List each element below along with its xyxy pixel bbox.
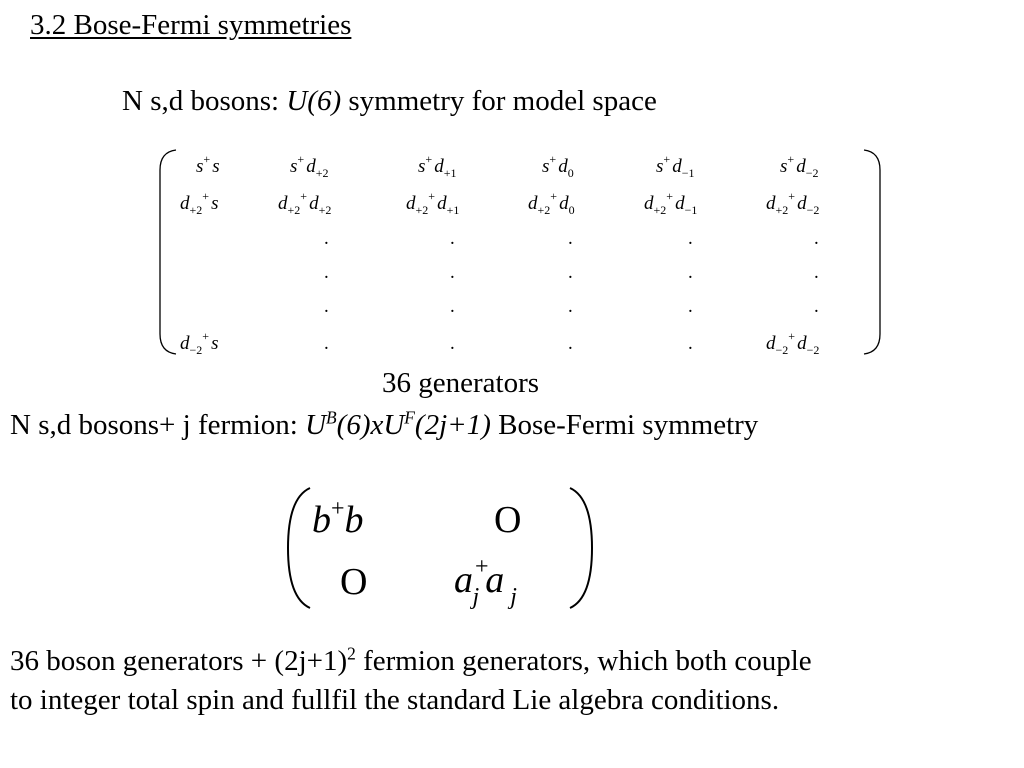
bf-sup-f: F	[404, 407, 415, 428]
svg-text:.: .	[324, 296, 329, 317]
bf-cell-zero-2: O	[340, 561, 367, 603]
cell-d-2-s: d−2+s	[180, 329, 218, 357]
cell-d-2-d-2: d−2+d−2	[766, 329, 819, 357]
svg-text:.: .	[324, 333, 329, 354]
footer-part1: 36 boson generators + (2j+1)	[10, 645, 348, 677]
svg-text:.: .	[324, 228, 329, 249]
boson-symmetry-line: N s,d bosons: U(6) symmetry for model sp…	[122, 84, 657, 119]
cell-d+2-s: d+2+s	[180, 189, 218, 217]
matrix-row-2: d+2+s d+2+d+2 d+2+d+1 d+2+d0 d+2+d−1 d+2…	[180, 189, 819, 217]
svg-text:.: .	[450, 228, 455, 249]
footer-line-2: to integer total spin and fullfil the st…	[10, 684, 780, 716]
svg-text:.: .	[568, 296, 573, 317]
footer-sup: 2	[347, 643, 356, 664]
svg-text:.: .	[814, 262, 819, 283]
footer-line-1: 36 boson generators + (2j+1)2 fermion ge…	[10, 644, 812, 679]
cell-d+2-d-2: d+2+d−2	[766, 189, 819, 217]
bose-fermi-line: N s,d bosons+ j fermion: UB(6)xUF(2j+1) …	[10, 408, 758, 443]
cell-s-d-2: s+d−2	[780, 152, 818, 180]
matrix-dot-rows: ..... ..... .....	[324, 228, 819, 317]
cell-d+2-d+1: d+2+d+1	[406, 189, 459, 217]
bf-sup-b: B	[326, 407, 337, 428]
bf-cell-zero-1: O	[494, 499, 521, 541]
bf-left-bracket	[286, 487, 311, 609]
svg-text:.: .	[814, 228, 819, 249]
matrix-left-bracket	[159, 149, 177, 355]
svg-text:.: .	[324, 262, 329, 283]
bf-line-suffix: Bose-Fermi symmetry	[490, 409, 759, 441]
svg-text:.: .	[450, 296, 455, 317]
bf-right-bracket	[569, 487, 594, 609]
footer-part2: fermion generators, which both couple	[355, 645, 812, 677]
cell-s-d0: s+d0	[542, 152, 574, 180]
cell-d+2-d0: d+2+d0	[528, 189, 575, 217]
svg-text:.: .	[688, 333, 693, 354]
cell-s-d+1: s+d+1	[418, 152, 456, 180]
boson-line-prefix: N s,d bosons:	[122, 85, 287, 117]
svg-text:.: .	[568, 262, 573, 283]
cell-s-d-1: s+d−1	[656, 152, 694, 180]
bf-arg: (2j+1)	[414, 409, 491, 441]
bf-line-prefix: N s,d bosons+ j fermion:	[10, 409, 306, 441]
cell-d+2-d+2: d+2+d+2	[278, 189, 331, 217]
svg-text:.: .	[688, 262, 693, 283]
svg-text:.: .	[450, 333, 455, 354]
svg-text:.: .	[688, 296, 693, 317]
matrix-right-bracket	[863, 149, 881, 355]
svg-text:.: .	[688, 228, 693, 249]
matrix-row-6: d−2+s . . . . d−2+d−2	[180, 329, 819, 357]
svg-text:.: .	[450, 262, 455, 283]
matrix-row-1: s+s s+d+2 s+d+1 s+d0 s+d−1 s+d−2	[196, 152, 818, 180]
cell-s-d+2: s+d+2	[290, 152, 328, 180]
boson-generator-matrix: s+s s+d+2 s+d+1 s+d0 s+d−1 s+d−2 d+2+s d…	[159, 149, 881, 357]
cell-d+2-d-1: d+2+d−1	[644, 189, 697, 217]
svg-text:.: .	[814, 296, 819, 317]
cell-s-s: s+s	[196, 152, 220, 177]
bf-u: U	[305, 409, 327, 441]
svg-text:.: .	[568, 228, 573, 249]
boson-line-suffix: symmetry for model space	[341, 85, 657, 117]
bf-cell-bb: b+b	[312, 496, 364, 541]
slide-title: 3.2 Bose-Fermi symmetries	[30, 9, 352, 41]
generators-label: 36 generators	[382, 367, 540, 399]
bf-mid: (6)xU	[336, 409, 405, 441]
boson-line-group: U(6)	[286, 85, 342, 117]
svg-text:.: .	[568, 333, 573, 354]
